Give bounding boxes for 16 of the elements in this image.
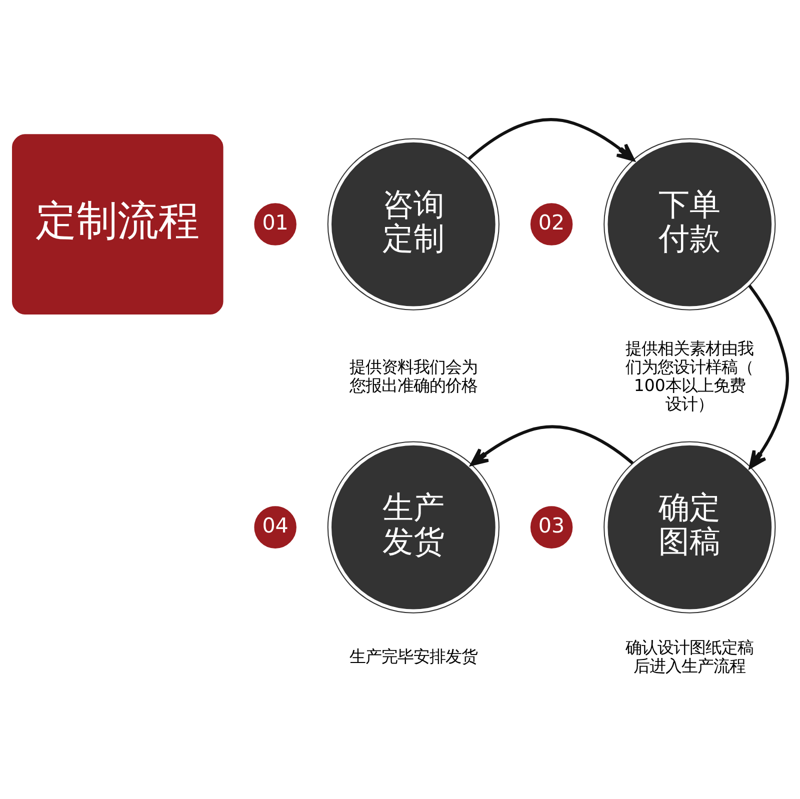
node-circle: 生产发货 <box>327 440 500 613</box>
node-circle: 咨询定制 <box>327 138 500 310</box>
node-box: 定制流程 <box>12 134 224 314</box>
node-label: 生产完毕安排发货 <box>349 646 478 666</box>
node-label: 确认设计图纸定稿后进入生产流程 <box>626 637 754 675</box>
node-circle: 04 <box>252 504 299 550</box>
arrow <box>748 284 789 468</box>
node-label: 提供资料我们会为您报出准确的价格 <box>349 357 478 395</box>
node-label: 提供相关素材由我们为您设计样稿（100本以上免费设计） <box>626 338 754 414</box>
node-circle: 确定图稿 <box>604 440 776 613</box>
arrow <box>470 424 634 466</box>
node-circle: 02 <box>528 200 575 247</box>
node-circle: 03 <box>528 504 575 550</box>
arrow <box>468 118 635 161</box>
node-circle: 下单付款 <box>604 138 776 310</box>
node-circle: 01 <box>252 200 299 247</box>
